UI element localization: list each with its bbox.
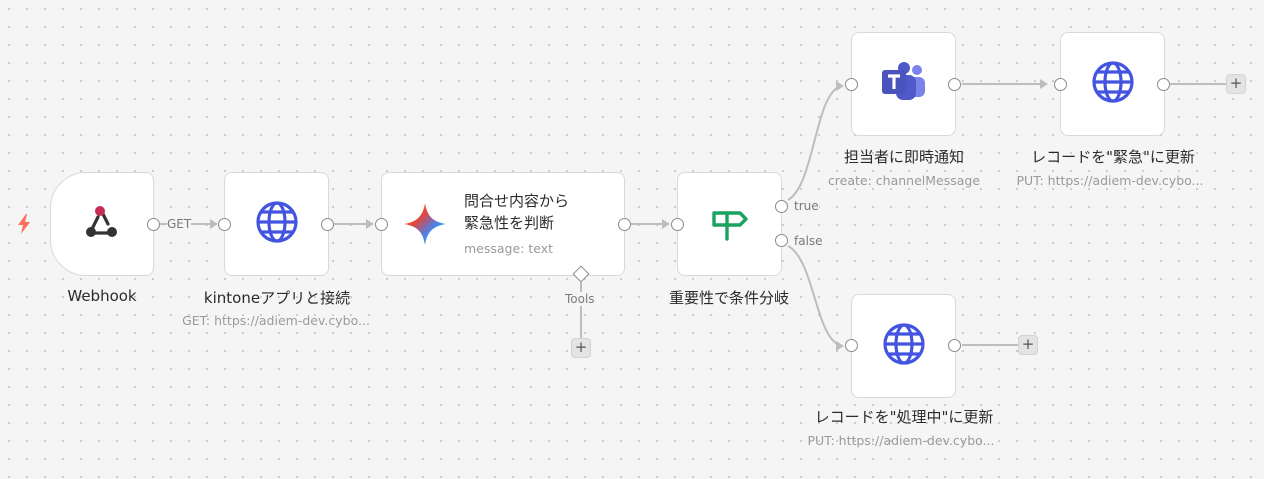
globe-icon [1090, 59, 1136, 109]
signpost-icon [707, 199, 753, 249]
kintone-output-port[interactable] [321, 218, 334, 231]
update-urgent-input-port[interactable] [1054, 78, 1067, 91]
webhook-output-port[interactable] [147, 218, 160, 231]
webhook-icon [80, 200, 124, 248]
update-processing-title: レコードを"処理中"に更新 [814, 408, 994, 426]
update-urgent-output-port[interactable] [1157, 78, 1170, 91]
webhook-title: Webhook [67, 287, 137, 305]
globe-icon [881, 321, 927, 371]
teams-node[interactable] [851, 32, 956, 136]
teams-input-port[interactable] [845, 78, 858, 91]
add-after-processing-button[interactable]: + [1018, 335, 1038, 355]
gemini-subtitle: message: text [464, 241, 554, 256]
add-after-urgent-button[interactable]: + [1226, 74, 1246, 94]
update-urgent-subtitle: PUT: https://adiem-dev.cybo... [1016, 173, 1204, 188]
update-processing-output-port[interactable] [948, 339, 961, 352]
update-urgent-node[interactable] [1060, 32, 1165, 136]
update-processing-subtitle: PUT: https://adiem-dev.cybo... [807, 433, 995, 448]
update-processing-node[interactable] [851, 294, 956, 398]
branch-input-port[interactable] [671, 218, 684, 231]
teams-title: 担当者に即時通知 [843, 148, 965, 166]
branch-true-port[interactable] [775, 200, 788, 213]
tools-label: Tools [565, 292, 595, 306]
add-tool-button[interactable]: + [571, 338, 591, 358]
kintone-subtitle: GET: https://adiem-dev.cybo... [182, 313, 370, 328]
gemini-title-line1: 問合せ内容から [464, 192, 570, 210]
gemini-agent-node[interactable]: 問合せ内容から 緊急性を判断 message: text [381, 172, 625, 276]
branch-title: 重要性で条件分岐 [668, 289, 790, 307]
true-label: true [794, 199, 819, 213]
webhook-node[interactable] [50, 172, 154, 276]
kintone-input-port[interactable] [218, 218, 231, 231]
gemini-title-line2: 緊急性を判断 [464, 214, 555, 232]
trigger-lightning-icon [16, 214, 32, 238]
update-processing-input-port[interactable] [845, 339, 858, 352]
kintone-http-node[interactable] [224, 172, 329, 276]
teams-icon [880, 60, 928, 108]
if-branch-node[interactable] [677, 172, 782, 276]
gemini-icon [402, 201, 448, 251]
gemini-output-port[interactable] [618, 218, 631, 231]
update-urgent-title: レコードを"緊急"に更新 [1031, 148, 1195, 166]
get-edge-label: GET [167, 217, 192, 231]
teams-subtitle: create: channelMessage [827, 173, 981, 188]
gemini-input-port[interactable] [375, 218, 388, 231]
teams-output-port[interactable] [948, 78, 961, 91]
globe-icon [254, 199, 300, 249]
false-label: false [794, 234, 823, 248]
branch-false-port[interactable] [775, 234, 788, 247]
kintone-title: kintoneアプリと接続 [203, 289, 351, 307]
